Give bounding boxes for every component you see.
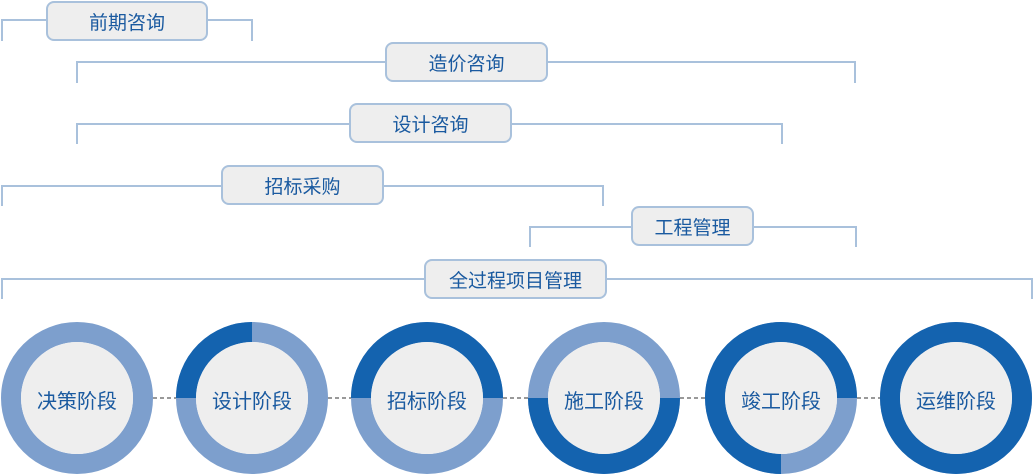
ring-center <box>900 342 1012 454</box>
stage-ring <box>528 322 680 474</box>
stage-ring <box>351 322 503 474</box>
ring-progress-arc <box>880 322 1032 474</box>
service-tag-qianqi: 前期咨询 <box>46 1 208 41</box>
stage-ring <box>880 322 1032 474</box>
stage-label: 设计阶段 <box>212 389 292 413</box>
ring-center <box>548 342 660 454</box>
ring-center <box>196 342 308 454</box>
ring-center <box>21 342 133 454</box>
ring-progress-arc <box>351 322 503 399</box>
service-tag-zhaobiao: 招标采购 <box>221 165 384 205</box>
stage-ring <box>1 322 153 474</box>
stage-ring <box>176 322 328 474</box>
ring-progress-arc <box>528 397 680 474</box>
service-tag-zaojia: 造价咨询 <box>385 42 548 82</box>
service-tag-gongcheng: 工程管理 <box>631 206 754 246</box>
ring-progress-arc <box>176 322 253 399</box>
ring-center <box>725 342 837 454</box>
stage-ring <box>705 322 857 474</box>
stage-label: 决策阶段 <box>37 389 117 413</box>
stage-label: 施工阶段 <box>564 389 644 413</box>
stage-label: 竣工阶段 <box>741 389 821 413</box>
service-tag-sheji: 设计咨询 <box>349 103 512 143</box>
service-tag-quanguocheng: 全过程项目管理 <box>424 259 607 299</box>
ring-track <box>1 322 153 474</box>
stage-label: 运维阶段 <box>916 389 996 413</box>
ring-progress-arc <box>705 322 857 474</box>
stage-label: 招标阶段 <box>387 389 467 413</box>
ring-center <box>371 342 483 454</box>
